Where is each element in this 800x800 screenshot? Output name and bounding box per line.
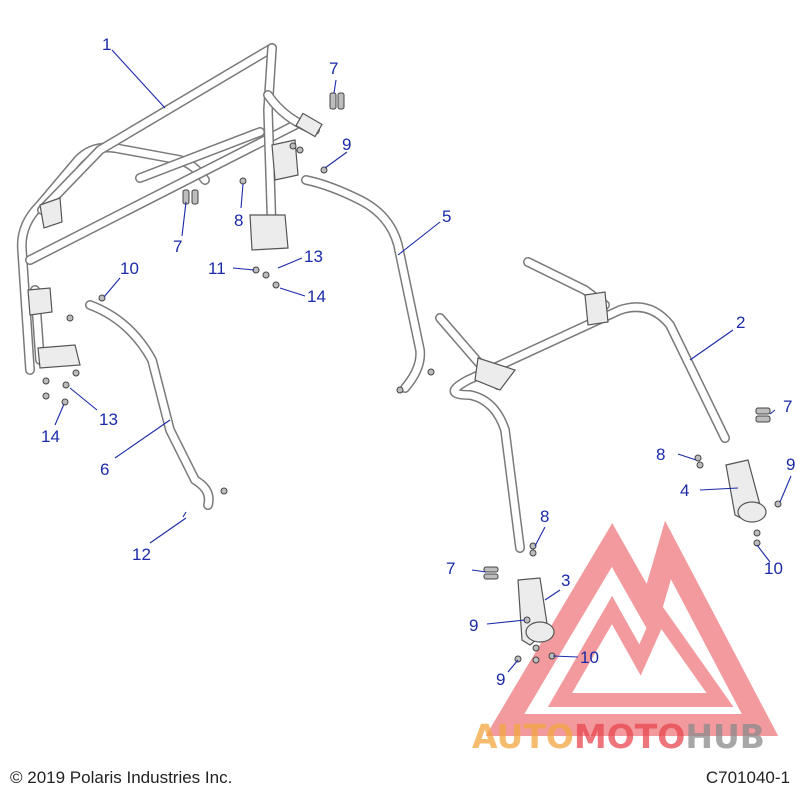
copyright-text: © 2019 Polaris Industries Inc.: [10, 768, 233, 787]
callout-10-right: 10: [764, 559, 783, 578]
callout-10-left: 10: [120, 259, 139, 278]
callout-12: 12: [132, 545, 151, 564]
svg-text:AUTOMOTOHUB: AUTOMOTOHUB: [472, 717, 765, 756]
rear-cage-assembly: [435, 257, 730, 553]
callout-8-left: 8: [234, 211, 243, 230]
bracket-3: [517, 577, 555, 646]
watermark-hub: HUB: [685, 717, 765, 756]
callout-9-top: 9: [342, 135, 351, 154]
callout-2: 2: [736, 313, 745, 332]
callout-9-bottom: 9: [496, 670, 505, 689]
callout-6: 6: [100, 460, 109, 479]
callout-8-bottom: 8: [540, 507, 549, 526]
watermark-moto: MOTO: [574, 717, 685, 756]
callout-7-right: 7: [783, 397, 792, 416]
callout-14-top: 14: [307, 287, 326, 306]
callout-11: 11: [208, 259, 226, 278]
callout-13-bottom: 13: [99, 410, 118, 429]
bracket-4: [725, 459, 767, 523]
callout-9-right: 9: [786, 455, 795, 474]
hardware: [42, 92, 782, 664]
callout-3: 3: [561, 571, 570, 590]
callout-14-bottom: 14: [41, 427, 60, 446]
side-bar-right: [301, 175, 426, 393]
callout-7-bottom: 7: [446, 559, 455, 578]
callout-8-right: 8: [656, 445, 665, 464]
side-bar-left: [85, 300, 214, 510]
diagram-code: C701040-1: [705, 768, 790, 787]
leader-lines: [54, 49, 792, 673]
callout-1: 1: [102, 35, 111, 54]
callouts: 1 2 3 4 5 6 7 7 7 7 8 8 8 9 9 9 9 10 10 …: [41, 35, 795, 689]
callout-9-mid: 9: [469, 616, 478, 635]
callout-10-bottom: 10: [580, 648, 599, 667]
callout-5: 5: [442, 207, 451, 226]
front-cage-assembly: [16, 43, 323, 375]
callout-4: 4: [680, 481, 689, 500]
callout-13-top: 13: [304, 247, 323, 266]
callout-7-top: 7: [329, 59, 338, 78]
watermark-auto: AUTO: [472, 717, 574, 756]
callout-7-left: 7: [173, 237, 182, 256]
watermark-logo: [485, 520, 779, 736]
watermark-text: AUTOMOTOHUB: [472, 717, 765, 756]
